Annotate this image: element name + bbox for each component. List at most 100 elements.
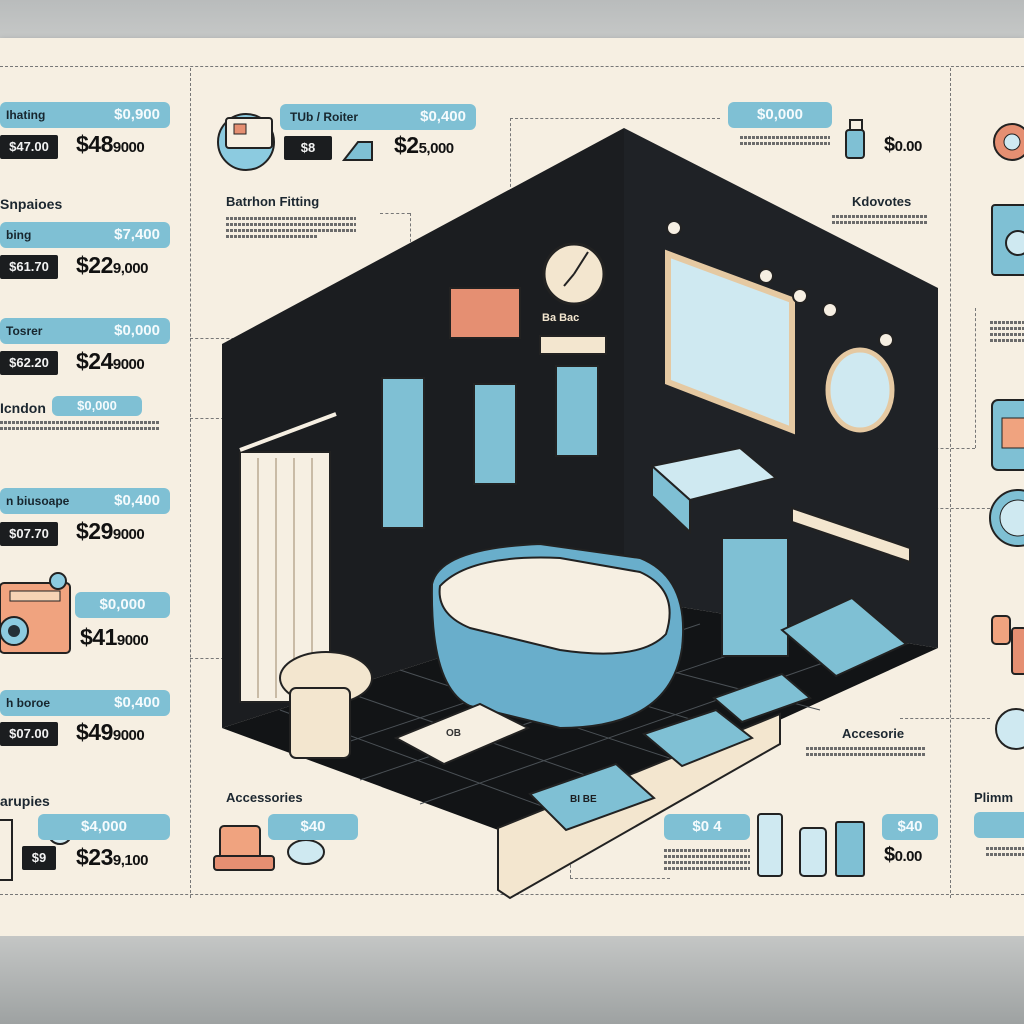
left-amount-2: $229,000 (76, 252, 148, 279)
top-right-amount-main: $ (884, 134, 895, 156)
left-tag-8: $9 (22, 846, 56, 870)
connector-right-3 (900, 718, 990, 719)
left-amount-7-small: 9000 (112, 727, 145, 744)
left-heading-2: Icndon (0, 400, 46, 416)
camera-icon (0, 572, 71, 654)
left-amount-6: $419000 (80, 624, 149, 651)
bottom-right-note (664, 846, 750, 873)
wall-shelf (539, 335, 607, 355)
left-amount-3-small: 9000 (112, 356, 145, 373)
left-pill-4: $0,000 (52, 396, 142, 416)
left-amount-5-small: 9000 (112, 526, 145, 543)
far-right-note-1 (990, 318, 1024, 345)
infographic-sheet: Ihating $0,900 $47.00 $489000 Snpaioes b… (0, 38, 1024, 936)
right-shelf (791, 506, 911, 564)
round-mirror-icon (989, 489, 1024, 547)
left-amount-6-small: 9000 (116, 632, 149, 649)
top-center-title: Batrhon Fitting (226, 194, 320, 209)
towel-2 (473, 383, 517, 485)
left-pill-5-price: $0,400 (114, 492, 160, 509)
left-pill-2-label: bing (6, 228, 32, 242)
towel-3 (555, 365, 599, 457)
curtain-rod (239, 412, 337, 452)
towel-1 (381, 377, 425, 529)
top-center-amount-main: $2 (394, 132, 419, 158)
bathroom-illustration (222, 128, 938, 900)
soap-dish-icon (995, 708, 1024, 750)
connector-right-2 (930, 508, 990, 509)
connector-left-2 (190, 418, 250, 419)
toiletries-icon (991, 615, 1024, 675)
left-heading-1: Snpaioes (0, 196, 63, 212)
wall-mirror (665, 249, 795, 435)
cabinet-icon (991, 399, 1024, 471)
top-dash-line (0, 66, 1024, 67)
left-pill-7-label: h boroe (6, 696, 50, 710)
connector-top-right (510, 118, 720, 119)
washing-machine-icon (991, 204, 1024, 276)
left-pill-6: $0,000 (75, 592, 170, 618)
connector-left-1 (190, 338, 250, 339)
left-note-1 (0, 418, 160, 433)
left-amount-5-main: $29 (76, 518, 113, 544)
left-tag-3: $62.20 (0, 351, 58, 375)
left-tag-5: $07.70 (0, 522, 58, 546)
rug-3 (641, 708, 754, 768)
top-center-amount-small: 5,000 (418, 140, 455, 157)
round-mirror (825, 347, 895, 433)
bottom-right-amount: $0.00 (884, 844, 922, 867)
far-right-title: Plimm (974, 790, 1014, 805)
left-amount-1-main: $48 (76, 131, 113, 157)
top-center-pill: TUb / Roiter $0,400 (280, 104, 476, 130)
left-amount-2-small: 9,000 (112, 260, 149, 277)
left-amount-3: $249000 (76, 348, 145, 375)
left-pill-2: bing $7,400 (0, 222, 170, 248)
left-pill-2-price: $7,400 (114, 226, 160, 243)
left-pill-7: h boroe $0,400 (0, 690, 170, 716)
far-right-note-2 (986, 844, 1024, 859)
left-amount-8-main: $23 (76, 844, 113, 870)
left-pill-1-label: Ihating (6, 108, 46, 122)
left-pill-7-price: $0,400 (114, 694, 160, 711)
left-pill-1-price: $0,900 (114, 106, 160, 123)
bottom-center-pill: $40 (268, 814, 358, 840)
faucet-icon (217, 113, 275, 171)
top-center-pill-price: $0,400 (420, 108, 466, 125)
rug-4 (712, 672, 812, 724)
top-center-tag: $8 (284, 136, 332, 160)
left-tag-1: $47.00 (0, 135, 58, 159)
bathtub-rim (438, 556, 671, 655)
left-tag-7: $07.00 (0, 722, 58, 746)
connector-right-1 (930, 448, 975, 449)
left-amount-8-small: 9,100 (112, 852, 149, 869)
left-amount-2-main: $22 (76, 252, 113, 278)
right-low-title: Accesorie (842, 726, 905, 741)
background-bottom (0, 936, 1024, 1024)
connector-left-3 (190, 658, 250, 659)
bottom-right-pill-a: $0 4 (664, 814, 750, 840)
left-amount-1-small: 9000 (112, 139, 145, 156)
top-right-amount: $0.00 (884, 134, 922, 157)
left-pill-5: n biusoape $0,400 (0, 488, 170, 514)
left-pill-3: Tosrer $0,000 (0, 318, 170, 344)
top-center-pill-label: TUb / Roiter (290, 110, 358, 124)
top-center-amount: $25,000 (394, 132, 454, 159)
left-tag-2: $61.70 (0, 255, 58, 279)
wall-lights (666, 220, 894, 348)
left-amount-5: $299000 (76, 518, 145, 545)
left-amount-3-main: $24 (76, 348, 113, 374)
background-top (0, 0, 1024, 40)
spray-bottle-icon (845, 119, 865, 159)
right-low-note (806, 744, 926, 759)
pipe-icon (341, 141, 373, 161)
top-right-note (740, 133, 830, 148)
bottom-center-title: Accessories (226, 790, 303, 805)
bottom-right-amount-main: $ (884, 844, 895, 866)
tap-icon (993, 123, 1024, 161)
left-amount-7: $499000 (76, 719, 145, 746)
connector-top-mid (380, 213, 410, 214)
left-divider (190, 68, 191, 898)
rug-label-2: BI BE (570, 794, 597, 805)
bottom-right-pill-b: $40 (882, 814, 938, 840)
left-amount-8: $239,100 (76, 844, 148, 871)
